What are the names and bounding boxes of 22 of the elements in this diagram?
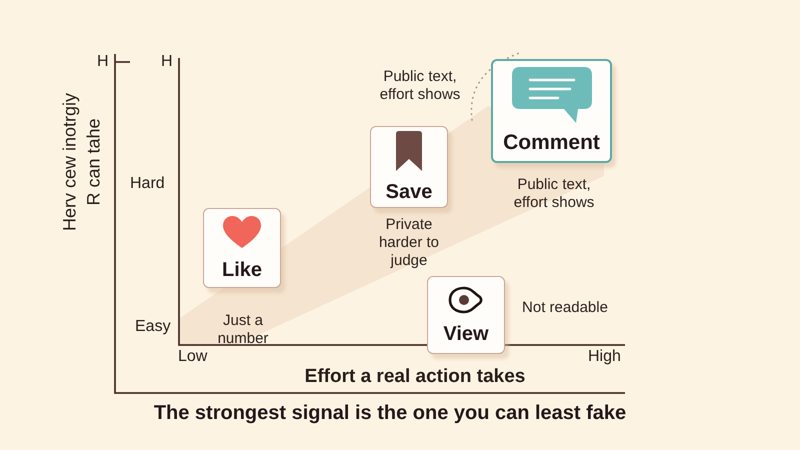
card-title: Like — [222, 259, 262, 281]
card-title: View — [443, 322, 489, 344]
annotation-text: Public text, effort shows — [512, 176, 596, 212]
caption-text: The strongest signal is the one you can least fake — [154, 402, 626, 425]
action-card — [203, 208, 281, 288]
annotation-text: Public text, effort shows — [378, 68, 462, 104]
axis-tick-label: High — [588, 347, 621, 366]
card-title: Comment — [503, 131, 600, 155]
action-card — [427, 276, 505, 354]
card-title: Save — [386, 181, 432, 203]
axis-tick-label: H — [161, 52, 173, 72]
axis-tick-label: Hard — [130, 174, 165, 194]
axis-tick-label: Easy — [135, 317, 171, 336]
axis-tick-label: Low — [178, 347, 208, 366]
annotation-text: Not readable — [521, 299, 609, 317]
axis-title: Herv cew inotrgiy R can tahe — [58, 92, 105, 234]
annotation-text: Private harder to judge — [378, 216, 440, 270]
axis-title: Effort a real action takes — [304, 366, 526, 389]
axis-tick-label: H — [97, 52, 109, 72]
annotation-text: Just a number — [216, 312, 270, 348]
action-card — [491, 59, 612, 163]
action-card — [370, 126, 448, 208]
